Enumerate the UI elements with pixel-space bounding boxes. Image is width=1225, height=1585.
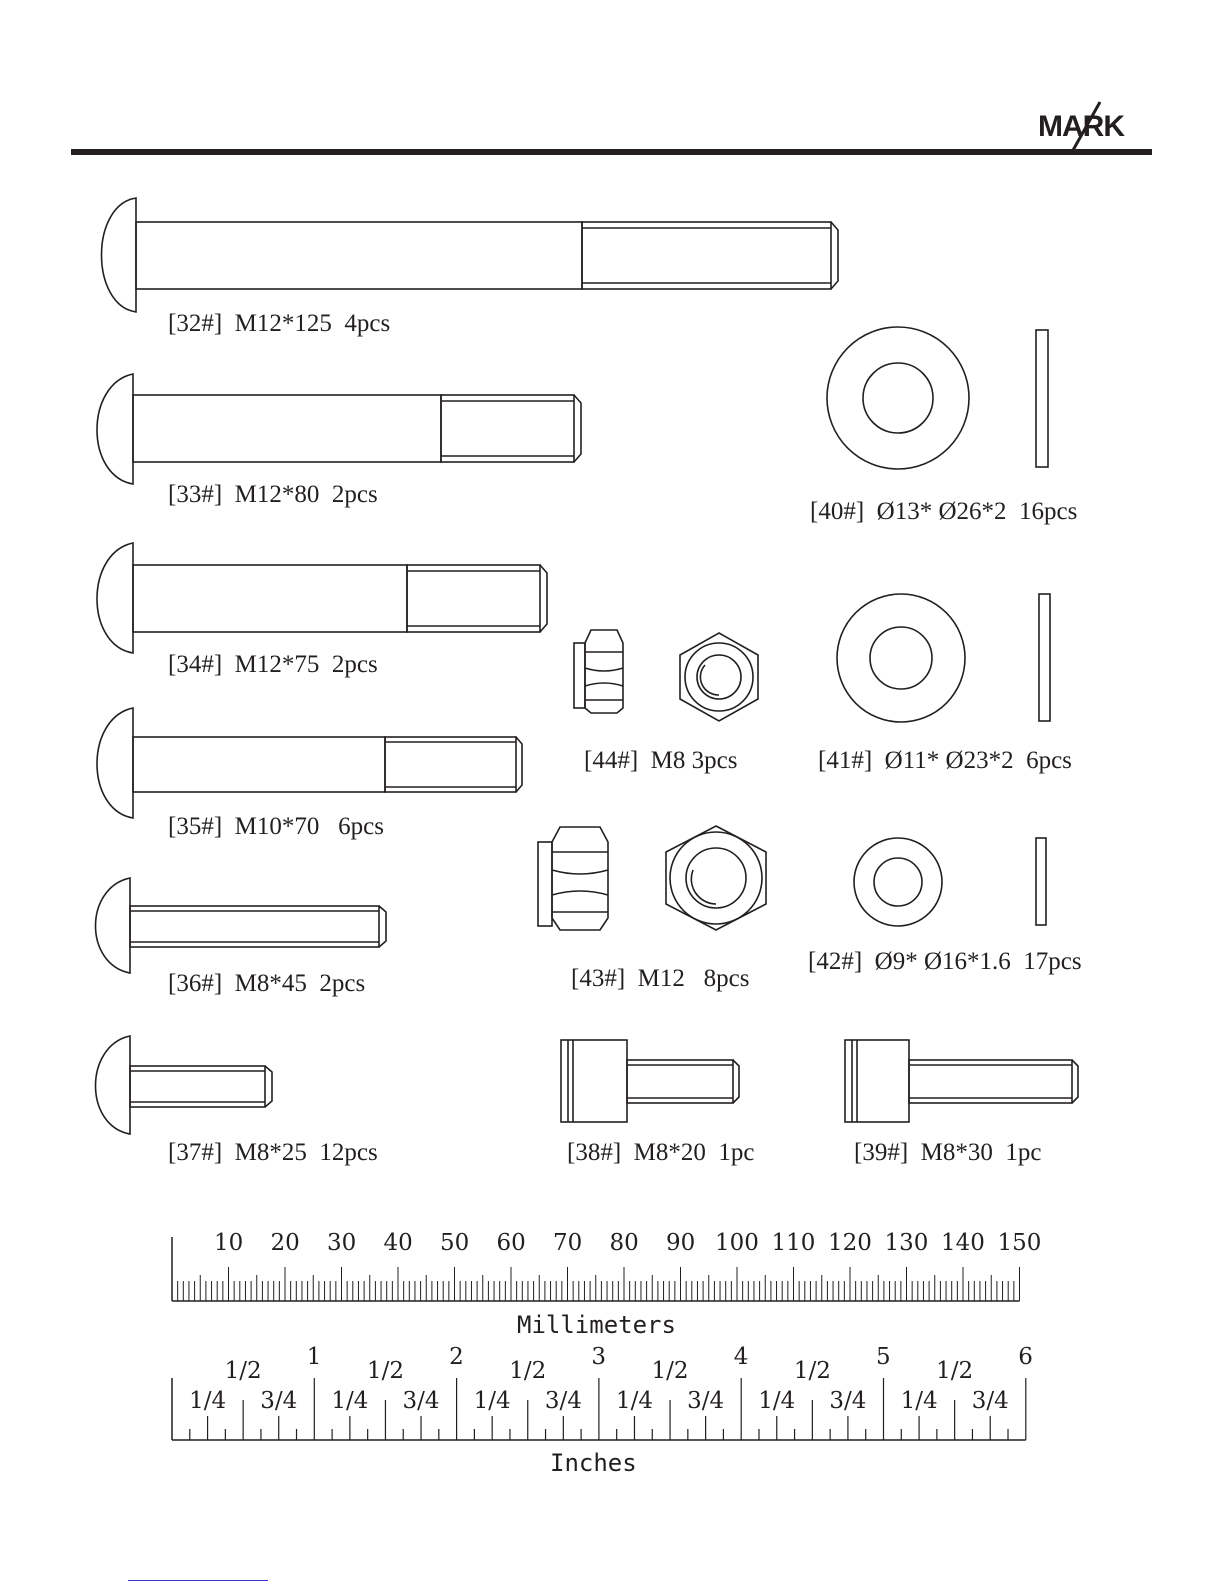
mm-tick-label: 20 [270, 1230, 300, 1256]
inch-whole-label: 4 [733, 1344, 749, 1370]
brand-logo: MARK [1038, 100, 1148, 158]
mm-tick-label: 50 [440, 1230, 470, 1256]
nut-43-side-drawing [537, 826, 609, 931]
inch-whole-label: 5 [876, 1344, 891, 1370]
bolt-33-drawing [96, 373, 582, 485]
socket-screw-38-drawing [560, 1039, 740, 1123]
inch-half-label: 1/2 [366, 1358, 404, 1384]
part-label-42: [42#] Ø9* Ø16*1.6 17pcs [808, 948, 1082, 975]
inch-quarter-label: 1/4 [189, 1388, 227, 1414]
part-label-38: [38#] M8*20 1pc [567, 1139, 755, 1166]
inch-ruler-caption: Inches [550, 1449, 637, 1477]
part-label-39: [39#] M8*30 1pc [854, 1139, 1042, 1166]
mm-tick-label: 150 [997, 1230, 1042, 1256]
inch-three-quarter-label: 3/4 [260, 1388, 298, 1414]
part-label-32: [32#] M12*125 4pcs [168, 310, 391, 337]
part-label-35: [35#] M10*70 6pcs [168, 813, 384, 840]
inch-quarter-label: 1/4 [473, 1388, 511, 1414]
nut-43-top-drawing [665, 825, 767, 931]
part-label-43: [43#] M12 8pcs [571, 965, 750, 992]
washer-41-drawing [836, 593, 1051, 723]
bolt-35-drawing [96, 707, 523, 819]
inch-half-label: 1/2 [651, 1358, 689, 1384]
mm-tick-label: 80 [609, 1230, 639, 1256]
nut-44-side-drawing [573, 629, 624, 714]
washer-42-drawing [853, 837, 1047, 927]
mm-tick-label: 120 [828, 1230, 872, 1256]
header-rule [71, 149, 1152, 155]
mm-tick-label: 40 [383, 1230, 413, 1256]
inch-half-label: 1/2 [793, 1358, 831, 1384]
mm-tick-label: 70 [553, 1230, 583, 1256]
part-label-36: [36#] M8*45 2pcs [168, 970, 366, 997]
mm-ruler-caption: Millimeters [517, 1311, 676, 1339]
part-label-34: [34#] M12*75 2pcs [168, 651, 378, 678]
logo-text: MARK [1038, 110, 1125, 143]
inch-quarter-label: 1/4 [900, 1388, 938, 1414]
inch-half-label: 1/2 [224, 1358, 262, 1384]
part-label-44: [44#] M8 3pcs [584, 747, 738, 774]
part-label-41: [41#] Ø11* Ø23*2 6pcs [818, 747, 1072, 774]
mm-tick-label: 110 [771, 1230, 816, 1256]
inch-three-quarter-label: 3/4 [971, 1388, 1009, 1414]
socket-screw-39-drawing [844, 1039, 1079, 1123]
inch-half-label: 1/2 [936, 1358, 974, 1384]
inch-whole-label: 3 [591, 1344, 607, 1370]
bolt-36-drawing [94, 877, 387, 974]
mm-tick-label: 60 [496, 1230, 526, 1256]
nut-44-top-drawing [679, 632, 759, 722]
inch-whole-label: 6 [1018, 1344, 1033, 1370]
part-label-33: [33#] M12*80 2pcs [168, 481, 378, 508]
mm-tick-label: 100 [715, 1230, 759, 1256]
logo-slash-icon [1070, 101, 1102, 153]
bolt-37-drawing [94, 1035, 273, 1135]
inch-three-quarter-label: 3/4 [402, 1388, 440, 1414]
mm-tick-label: 140 [941, 1230, 985, 1256]
inch-three-quarter-label: 3/4 [829, 1388, 867, 1414]
mm-tick-label: 130 [884, 1230, 929, 1256]
inch-quarter-label: 1/4 [331, 1388, 369, 1414]
washer-40-drawing [826, 326, 1049, 470]
bolt-32-drawing [100, 197, 839, 313]
inch-quarter-label: 1/4 [758, 1388, 796, 1414]
inch-three-quarter-label: 3/4 [544, 1388, 582, 1414]
inch-half-label: 1/2 [509, 1358, 547, 1384]
inch-whole-label: 1 [306, 1344, 322, 1370]
mm-tick-label: 10 [214, 1230, 244, 1256]
mm-tick-label: 90 [666, 1230, 696, 1256]
part-label-37: [37#] M8*25 12pcs [168, 1139, 378, 1166]
mm-tick-label: 30 [327, 1230, 357, 1256]
inch-three-quarter-label: 3/4 [687, 1388, 725, 1414]
footer-link-underline [128, 1580, 268, 1581]
inch-quarter-label: 1/4 [615, 1388, 653, 1414]
bolt-34-drawing [96, 542, 548, 654]
inch-whole-label: 2 [449, 1344, 464, 1370]
part-label-40: [40#] Ø13* Ø26*2 16pcs [810, 498, 1078, 525]
